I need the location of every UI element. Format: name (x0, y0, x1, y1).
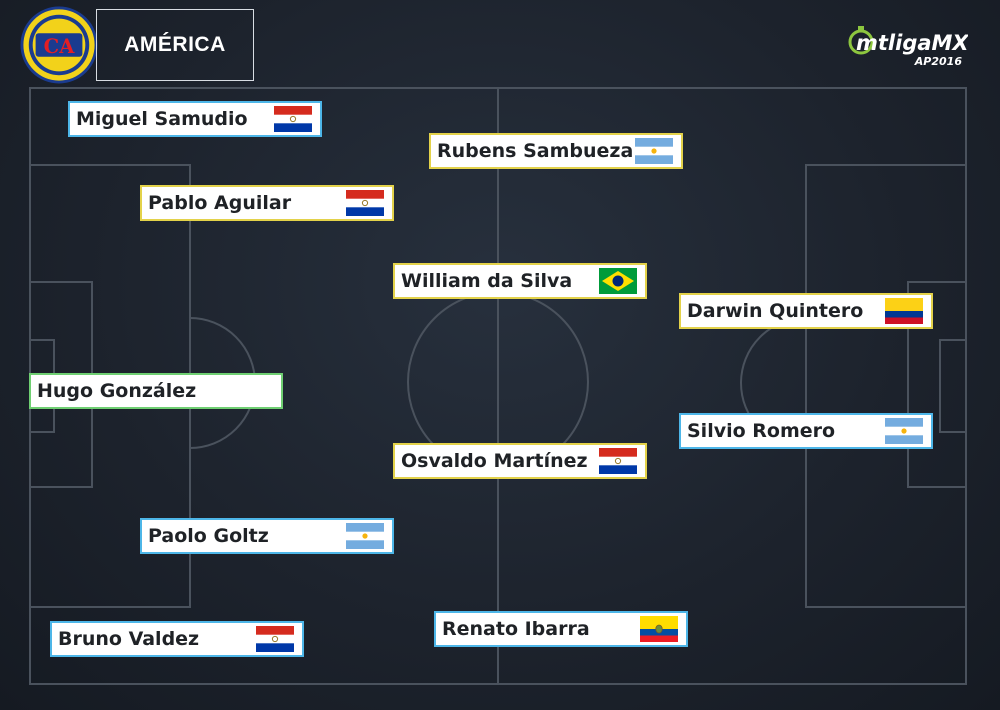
player-card[interactable]: Bruno Valdez (50, 621, 304, 657)
player-name: Osvaldo Martínez (401, 450, 588, 472)
club-crest-icon: CA (20, 6, 98, 84)
player-card[interactable]: Paolo Goltz (140, 518, 394, 554)
ecuador-flag-icon (640, 616, 678, 642)
player-card[interactable]: Darwin Quintero (679, 293, 933, 329)
player-name: Paolo Goltz (148, 525, 269, 547)
player-name: Hugo González (37, 380, 197, 402)
player-name: Miguel Samudio (76, 108, 248, 130)
paraguay-flag-icon (346, 190, 384, 216)
player-name: Darwin Quintero (687, 300, 864, 322)
argentina-flag-icon (346, 523, 384, 549)
argentina-flag-icon (885, 418, 923, 444)
player-card[interactable]: Renato Ibarra (434, 611, 688, 647)
player-name: Bruno Valdez (58, 628, 200, 650)
player-name: William da Silva (401, 270, 573, 292)
player-name: Silvio Romero (687, 420, 836, 442)
brazil-flag-icon (599, 268, 637, 294)
player-card[interactable]: Rubens Sambueza (429, 133, 683, 169)
player-name: Pablo Aguilar (148, 192, 292, 214)
paraguay-flag-icon (256, 626, 294, 652)
team-name: AMÉRICA (124, 33, 226, 56)
player-card[interactable]: Hugo González (29, 373, 283, 409)
player-card[interactable]: Silvio Romero (679, 413, 933, 449)
paraguay-flag-icon (599, 448, 637, 474)
player-name: Rubens Sambueza (437, 140, 634, 162)
player-card[interactable]: Miguel Samudio (68, 101, 322, 137)
player-name: Renato Ibarra (442, 618, 590, 640)
colombia-flag-icon (885, 298, 923, 324)
liga-mx-logo: mtligaMX AP2016 (848, 26, 968, 68)
paraguay-flag-icon (274, 106, 312, 132)
argentina-flag-icon (635, 138, 673, 164)
svg-text:CA: CA (44, 35, 76, 58)
player-card[interactable]: Osvaldo Martínez (393, 443, 647, 479)
player-card[interactable]: Pablo Aguilar (140, 185, 394, 221)
svg-text:mtligaMX: mtligaMX (856, 31, 968, 55)
team-name-box: AMÉRICA (96, 9, 254, 81)
player-card[interactable]: William da Silva (393, 263, 647, 299)
svg-text:AP2016: AP2016 (914, 55, 963, 68)
